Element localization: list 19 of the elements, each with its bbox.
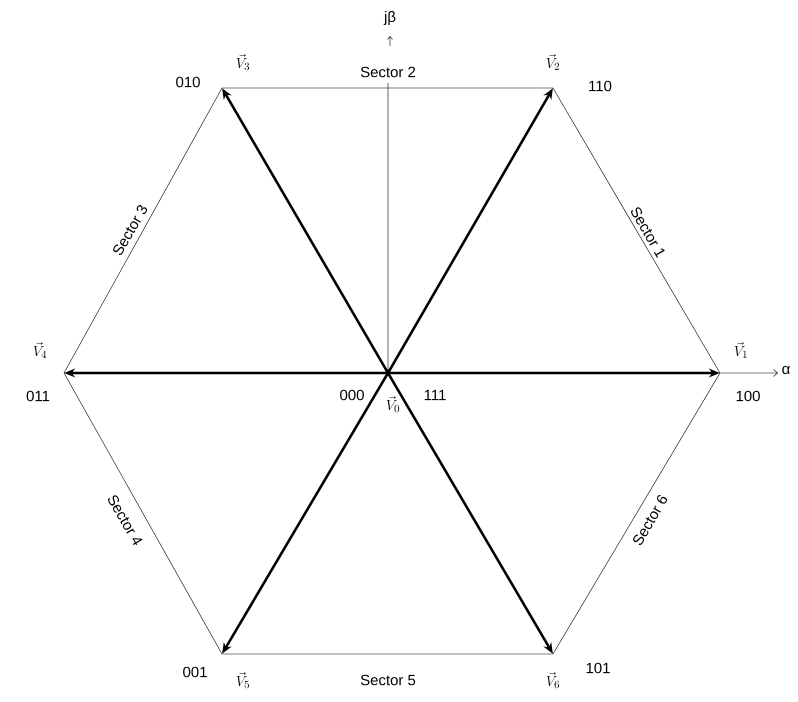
- vector-label: $\vec{V}_{0}$: [386, 396, 400, 412]
- state-code: 010: [176, 76, 200, 88]
- vector-label: $\vec{V}_{1}$: [734, 342, 747, 358]
- state-code: 000: [340, 390, 364, 400]
- vector-label: $\vec{V}_{5}$: [236, 672, 250, 688]
- vector-label: $\vec{V}_{2}$: [546, 54, 560, 70]
- vector-label: $\vec{V}_{6}$: [546, 672, 560, 688]
- vector-label: $\vec{V}_{4}$: [34, 342, 46, 358]
- sector-label: Sector 2: [360, 66, 416, 78]
- state-code: 001: [183, 666, 207, 678]
- sector-label: Sector 5: [360, 674, 416, 686]
- state-code: 100: [736, 390, 760, 402]
- axis-label: jβ: [384, 11, 396, 25]
- state-code: 101: [586, 662, 610, 674]
- vector-label: $\vec{V}_{3}$: [236, 54, 250, 70]
- state-code: 111: [424, 390, 446, 400]
- state-code: 011: [26, 390, 50, 402]
- state-code: 110: [589, 80, 612, 92]
- axis-label: α: [782, 366, 790, 374]
